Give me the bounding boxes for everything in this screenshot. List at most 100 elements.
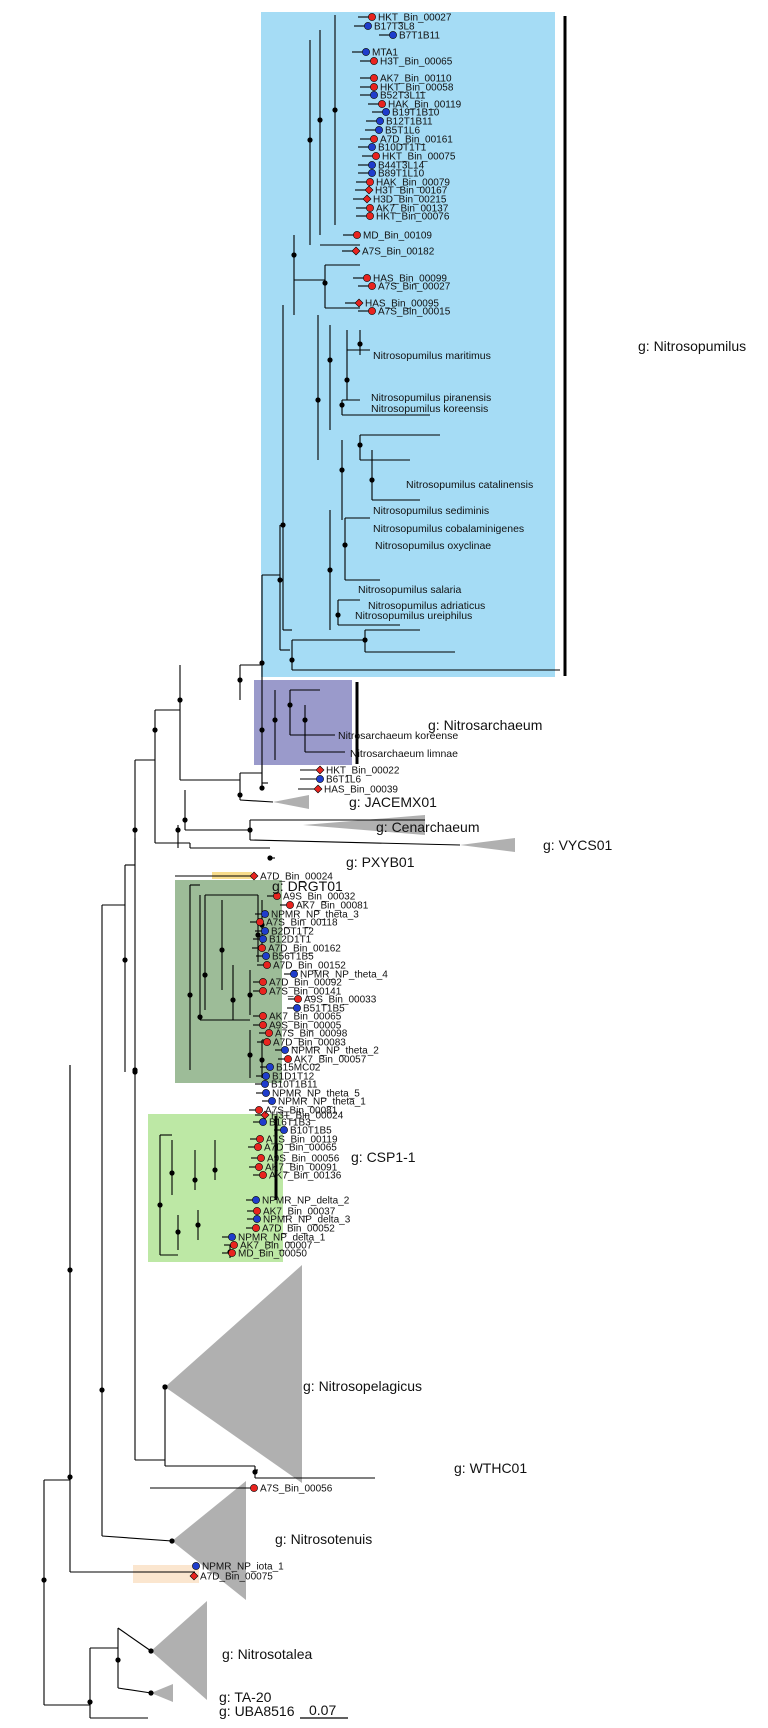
red-circle-marker: [370, 74, 378, 82]
tree-node: [169, 1170, 175, 1176]
tree-node: [122, 957, 128, 963]
red-diamond-marker: [189, 1571, 199, 1581]
tree-node: [148, 1648, 154, 1654]
leaf-label: B89T1L10: [378, 169, 425, 180]
red-circle-marker: [368, 13, 376, 21]
red-circle-marker: [366, 178, 374, 186]
leaf-label: B16T1B3: [269, 1118, 311, 1129]
blue-circle-marker: [364, 22, 372, 30]
tree-node: [187, 992, 193, 998]
leaf-label: A7D_Bin_00052: [262, 1224, 335, 1235]
genus-label-cenarchaeum: g: Cenarchaeum: [376, 819, 480, 835]
leaf-label: H3T_Bin_00167: [375, 186, 448, 197]
blue-circle-marker: [192, 1562, 200, 1570]
red-circle-marker: [353, 231, 361, 239]
leaf-label: A7S_Bin_00056: [260, 1484, 333, 1495]
tree-node: [212, 1167, 218, 1173]
tree-node: [291, 252, 297, 258]
tree-node: [307, 137, 313, 143]
red-diamond-marker: [313, 784, 323, 794]
blue-circle-marker: [375, 126, 383, 134]
red-diamond-marker: [354, 298, 364, 308]
red-circle-marker: [250, 1484, 258, 1492]
genus-label-nitrosotenuis: g: Nitrosotenuis: [275, 1531, 372, 1547]
nitrosotenuis-triangle: [172, 1481, 246, 1600]
leaf-label: A9S_Bin_00056: [267, 1154, 340, 1165]
genus-label-pxyb01: g: PXYB01: [346, 854, 415, 870]
tree-node: [272, 717, 278, 723]
blue-circle-marker: [293, 1004, 301, 1012]
species-label: Nitrosopumilus maritimus: [373, 350, 491, 362]
leaf-label: AK7_Bin_00110: [380, 74, 452, 85]
leaf-label: A7D_Bin_00024: [260, 872, 333, 883]
blue-circle-marker: [382, 108, 390, 116]
leaf-label: B7T1B11: [399, 31, 440, 42]
red-circle-marker: [258, 944, 266, 952]
leaf-label: NPMR_NP_theta_1: [278, 1097, 366, 1108]
branch: [239, 799, 274, 803]
leaf-label: A7S_Bin_00182: [362, 247, 435, 258]
tree-node: [342, 542, 348, 548]
red-circle-marker: [286, 901, 294, 909]
leaf-label: A9S_Bin_00032: [283, 892, 356, 903]
red-circle-marker: [257, 1154, 265, 1162]
leaf-label: NPMR_NP_iota_1: [202, 1562, 284, 1573]
leaf-label: B51T1B5: [303, 1004, 345, 1015]
leaf-label: A9S_Bin_00033: [304, 995, 377, 1006]
leaf-label: A7D_Bin_00083: [273, 1038, 346, 1049]
tree-node: [115, 1657, 121, 1663]
red-diamond-marker: [364, 185, 374, 195]
tree-node: [322, 280, 328, 286]
red-circle-marker: [363, 274, 371, 282]
blue-circle-marker: [362, 48, 370, 56]
leaf-label: AK7_Bin_00081: [296, 901, 369, 912]
red-circle-marker: [256, 918, 264, 926]
leaf-label: B12D1T1: [269, 935, 312, 946]
leaf-label: B52T3L11: [380, 91, 426, 102]
red-circle-marker: [378, 100, 386, 108]
tree-node: [169, 1538, 175, 1544]
leaf-label: HKT_Bin_00058: [380, 83, 454, 94]
blue-circle-marker: [268, 1097, 276, 1105]
leaf-label: B56T1B5: [272, 952, 314, 963]
tree-node: [202, 972, 208, 978]
leaf-label: MD_Bin_00109: [363, 231, 432, 242]
tree-node: [259, 727, 265, 733]
leaf-label: HAS_Bin_00095: [365, 299, 439, 310]
leaf-label: A7S_Bin_00015: [378, 307, 451, 318]
blue-circle-marker: [370, 91, 378, 99]
branch: [249, 839, 461, 846]
leaf-label: B6T1L6: [326, 775, 361, 786]
tree-node: [195, 1222, 201, 1228]
tree-node: [287, 702, 293, 708]
blue-circle-marker: [259, 1118, 267, 1126]
leaf-label: A7S_Bin_00081: [265, 1106, 338, 1117]
vycs01-triangle: [460, 838, 515, 852]
jacemx01-triangle: [273, 795, 309, 809]
tree-node: [247, 1052, 253, 1058]
branch: [101, 1535, 173, 1542]
species-label: Nitrosopumilus adriaticus: [368, 600, 485, 612]
red-circle-marker: [256, 1135, 264, 1143]
leaf-label: NPMR_NP_theta_3: [271, 910, 359, 921]
leaf-label: MTA1: [372, 48, 398, 59]
red-circle-marker: [255, 1163, 263, 1171]
leaf-markers: [189, 13, 397, 1581]
leaf-label: A7S_Bin_00119: [266, 1135, 338, 1146]
blue-circle-marker: [281, 1046, 289, 1054]
blue-circle-marker: [261, 927, 269, 935]
red-circle-marker: [230, 1241, 238, 1249]
tree-nodes: [41, 107, 375, 1705]
tree-node: [259, 785, 265, 791]
species-label: Nitrosopumilus piranensis: [371, 392, 491, 404]
tree-node: [177, 697, 183, 703]
leaf-label: HKT_Bin_00076: [376, 212, 450, 223]
blue-circle-marker: [290, 970, 298, 978]
nitrosotalea-triangle: [151, 1601, 207, 1700]
tree-node: [237, 677, 243, 683]
red-circle-marker: [366, 212, 374, 220]
leaf-label: H3T_Bin_00024: [271, 1111, 344, 1122]
tree-node: [277, 577, 283, 583]
blue-circle-marker: [252, 1196, 260, 1204]
leaf-label: HAS_Bin_00039: [324, 785, 398, 796]
